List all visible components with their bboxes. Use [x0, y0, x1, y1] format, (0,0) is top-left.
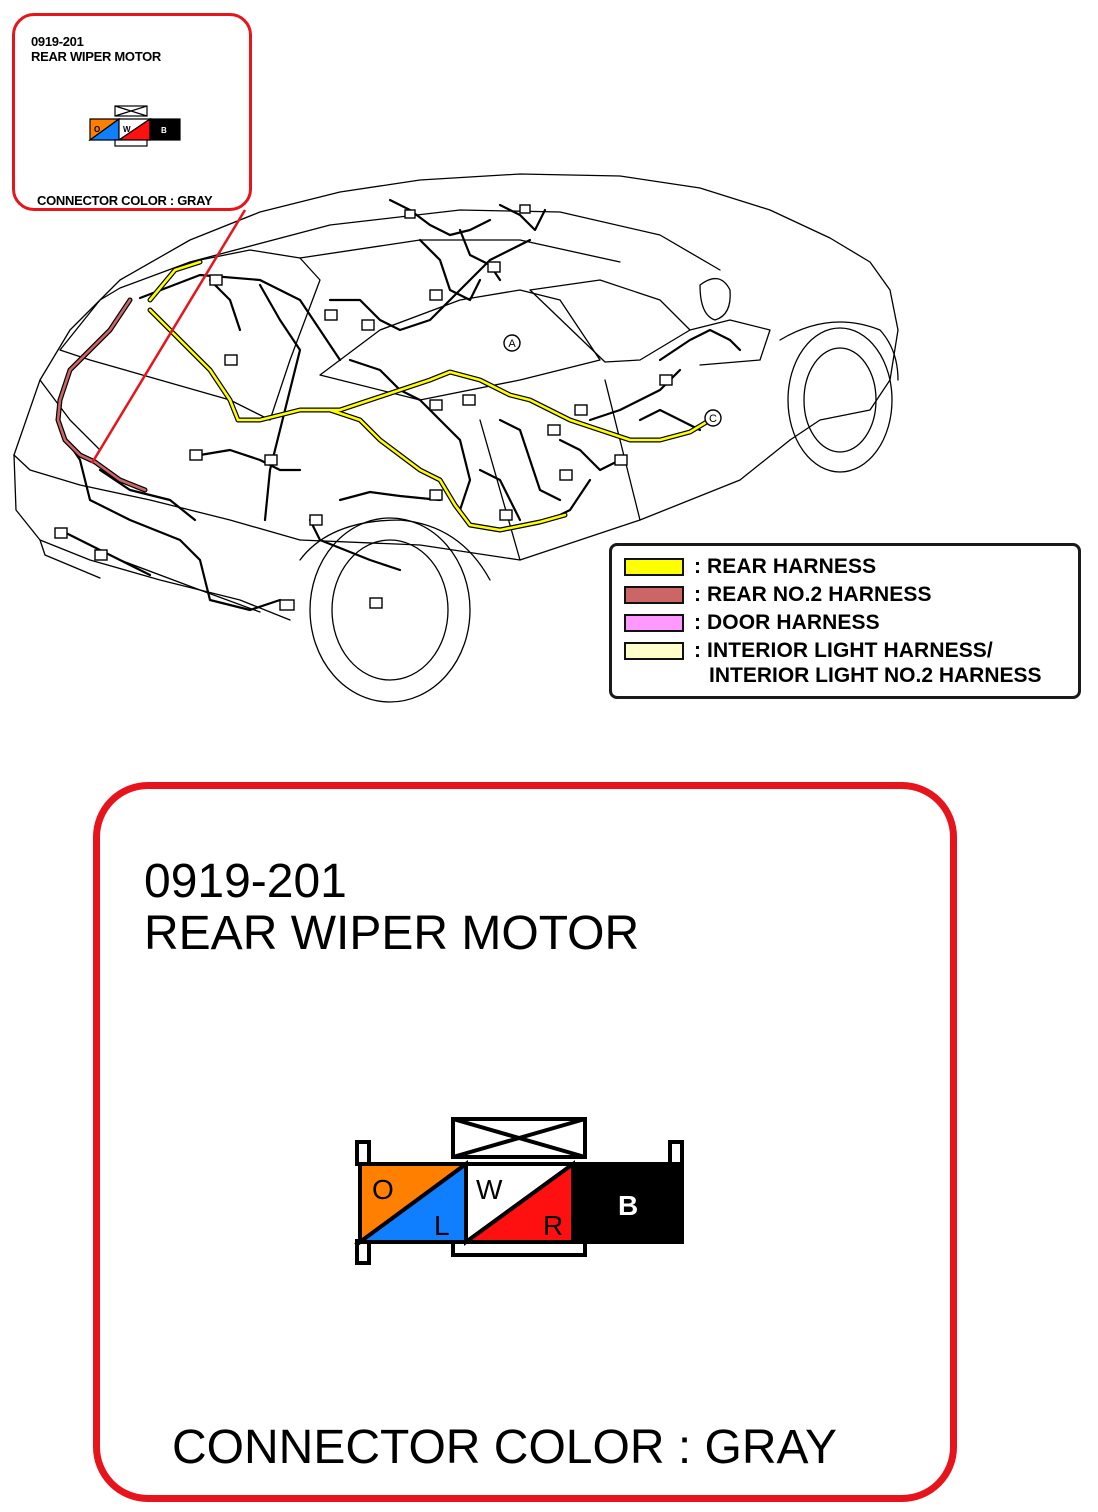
legend-item-rear-no2-harness: : REAR NO.2 HARNESS [624, 582, 932, 608]
legend-label-continuation: INTERIOR LIGHT NO.2 HARNESS [709, 664, 1042, 687]
connector-code: 0919-201 [144, 855, 347, 908]
rear-window-outline [59, 249, 321, 421]
mini-terminal-o: O [94, 125, 100, 134]
connector-callout-large: 0919-201 REAR WIPER MOTOR O L W R B CONN… [93, 782, 957, 1502]
marker-a: A [508, 338, 516, 350]
legend-swatch [624, 558, 684, 576]
legend-label: : INTERIOR LIGHT HARNESS/ [694, 639, 993, 662]
legend-item-interior-light-harness: : INTERIOR LIGHT HARNESS/ [624, 638, 993, 664]
terminal-label-b: B [618, 1190, 638, 1221]
marker-c-circle [704, 409, 722, 427]
legend-label: : DOOR HARNESS [694, 611, 880, 634]
vehicle-harness-diagram: A C [13, 173, 899, 703]
terminal-label-l: L [434, 1210, 450, 1241]
marker-a-circle [503, 334, 521, 352]
connector-name: REAR WIPER MOTOR [144, 907, 640, 960]
connector-color-label: CONNECTOR COLOR : GRAY [172, 1421, 837, 1474]
connector-name-small: REAR WIPER MOTOR [31, 49, 162, 64]
legend-label: : REAR HARNESS [694, 555, 877, 578]
connector-face: O L W R B [353, 1117, 684, 1265]
marker-c: C [709, 413, 717, 425]
terminal-label-w: W [476, 1174, 503, 1205]
mini-terminal-b: B [161, 126, 167, 135]
mini-terminal-w: W [123, 125, 131, 134]
connector-face-small: O W B [88, 105, 181, 147]
connector-callout-small: 0919-201 REAR WIPER MOTOR O W B CONNECTO… [12, 13, 252, 211]
front-wheel [787, 327, 893, 473]
terminal-label-o: O [372, 1174, 394, 1205]
legend-item-rear-harness: : REAR HARNESS [624, 554, 876, 580]
legend-swatch [624, 642, 684, 660]
legend-label: : REAR NO.2 HARNESS [694, 583, 932, 606]
connector-color-small: CONNECTOR COLOR : GRAY [37, 193, 213, 208]
connector-code-small: 0919-201 [31, 34, 84, 49]
terminal-label-r: R [543, 1210, 563, 1241]
legend-item-door-harness: : DOOR HARNESS [624, 610, 880, 636]
legend-swatch [624, 586, 684, 604]
car-body-outline [13, 173, 899, 456]
rear-wheel [309, 517, 471, 703]
harness-legend: : REAR HARNESS : REAR NO.2 HARNESS : DOO… [609, 543, 1081, 699]
terminal-b [571, 1162, 684, 1244]
legend-swatch [624, 614, 684, 632]
callout-leader-line [90, 209, 247, 464]
